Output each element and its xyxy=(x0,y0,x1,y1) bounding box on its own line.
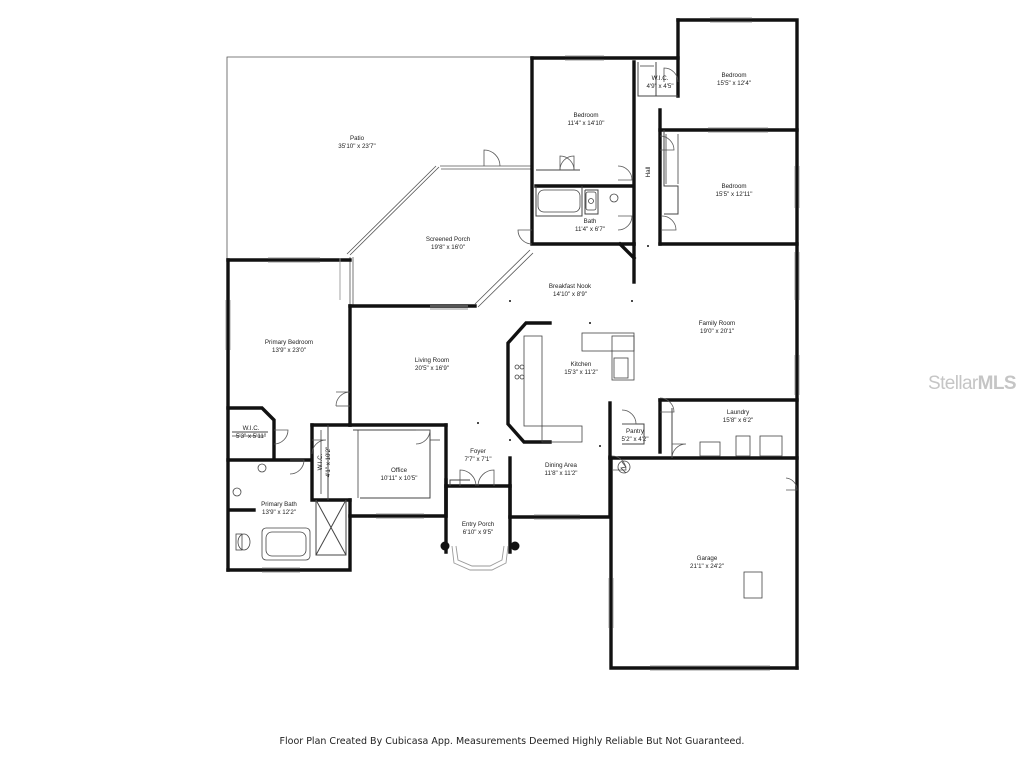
room-label-wic-hall: W.I.C. 4'1" x 10'2" xyxy=(317,447,332,478)
svg-text:4'9" x 4'5": 4'9" x 4'5" xyxy=(646,83,673,90)
patio-outline xyxy=(226,56,534,308)
svg-text:10'11" x 10'5": 10'11" x 10'5" xyxy=(381,475,418,482)
svg-text:Hall: Hall xyxy=(645,167,652,178)
svg-text:20'5" x 16'9": 20'5" x 16'9" xyxy=(415,365,449,372)
windows xyxy=(225,17,800,671)
svg-text:Kitchen: Kitchen xyxy=(571,361,592,368)
svg-text:15'5" x 12'11": 15'5" x 12'11" xyxy=(716,191,753,198)
opening-dots xyxy=(477,245,649,447)
svg-text:11'4" x 14'10": 11'4" x 14'10" xyxy=(568,120,605,127)
svg-text:Bedroom: Bedroom xyxy=(721,183,746,190)
svg-text:Living Room: Living Room xyxy=(415,357,449,364)
svg-text:15'3" x 11'2": 15'3" x 11'2" xyxy=(564,369,597,376)
entry-porch-columns xyxy=(440,541,520,551)
doors xyxy=(273,67,798,491)
svg-text:6'10" x 9'5": 6'10" x 9'5" xyxy=(463,529,494,536)
svg-text:15'8" x 6'2": 15'8" x 6'2" xyxy=(723,417,754,424)
walls xyxy=(226,18,799,670)
svg-text:W.I.C.: W.I.C. xyxy=(317,453,324,470)
svg-text:Family Room: Family Room xyxy=(699,320,735,327)
svg-text:Bedroom: Bedroom xyxy=(573,112,598,119)
svg-text:Breakfast Nook: Breakfast Nook xyxy=(549,283,592,290)
partitions xyxy=(232,62,679,556)
svg-text:11'4" x 6'7": 11'4" x 6'7" xyxy=(575,226,605,233)
room-label-hall: Hall xyxy=(645,167,652,178)
svg-text:Entry Porch: Entry Porch xyxy=(462,521,495,528)
svg-text:5'3" x 5'11": 5'3" x 5'11" xyxy=(236,433,266,440)
svg-text:13'9" x 12'2": 13'9" x 12'2" xyxy=(262,509,296,516)
svg-text:Primary Bedroom: Primary Bedroom xyxy=(265,339,313,346)
svg-text:11'8" x 11'2": 11'8" x 11'2" xyxy=(544,470,577,477)
room-label-wic-primary: W.I.C.5'3" x 5'11" xyxy=(236,425,266,440)
svg-text:21'1" x 24'2": 21'1" x 24'2" xyxy=(690,563,724,570)
svg-text:15'5" x 12'4": 15'5" x 12'4" xyxy=(717,80,751,87)
svg-text:Screened Porch: Screened Porch xyxy=(426,236,471,243)
svg-text:4'1" x 10'2": 4'1" x 10'2" xyxy=(325,447,332,478)
svg-text:Office: Office xyxy=(391,467,408,474)
stellar-mls-watermark: StellarMLS xyxy=(928,373,1017,395)
svg-text:Pantry: Pantry xyxy=(626,428,645,435)
svg-text:Primary Bath: Primary Bath xyxy=(261,501,297,508)
svg-text:35'10" x 23'7": 35'10" x 23'7" xyxy=(338,143,375,150)
room-label-wic-bedroom: W.I.C.4'9" x 4'5" xyxy=(646,75,673,90)
svg-text:Bedroom: Bedroom xyxy=(721,72,746,79)
svg-text:Foyer: Foyer xyxy=(470,448,486,455)
footer-disclaimer: Floor Plan Created By Cubicasa App. Meas… xyxy=(279,736,745,747)
svg-text:Patio: Patio xyxy=(350,135,365,142)
svg-text:19'8" x 16'0": 19'8" x 16'0" xyxy=(431,244,465,251)
svg-text:19'0" x 20'1": 19'0" x 20'1" xyxy=(700,328,734,335)
svg-text:Laundry: Laundry xyxy=(727,409,750,416)
fixtures xyxy=(232,65,783,599)
svg-text:Bath: Bath xyxy=(584,218,597,225)
svg-text:W.I.C.: W.I.C. xyxy=(652,75,669,82)
svg-text:14'10" x 8'9": 14'10" x 8'9" xyxy=(553,291,587,298)
watermark-suffix: MLS xyxy=(977,373,1017,394)
svg-text:7'7" x 7'1": 7'7" x 7'1" xyxy=(464,456,491,463)
svg-text:13'9" x 23'0": 13'9" x 23'0" xyxy=(272,347,306,354)
svg-text:W.I.C.: W.I.C. xyxy=(243,425,260,432)
svg-text:5'2" x 4'2": 5'2" x 4'2" xyxy=(621,436,648,443)
watermark-brand: Stellar xyxy=(928,373,978,394)
svg-text:Garage: Garage xyxy=(697,555,718,562)
svg-text:Dining Area: Dining Area xyxy=(545,462,578,469)
